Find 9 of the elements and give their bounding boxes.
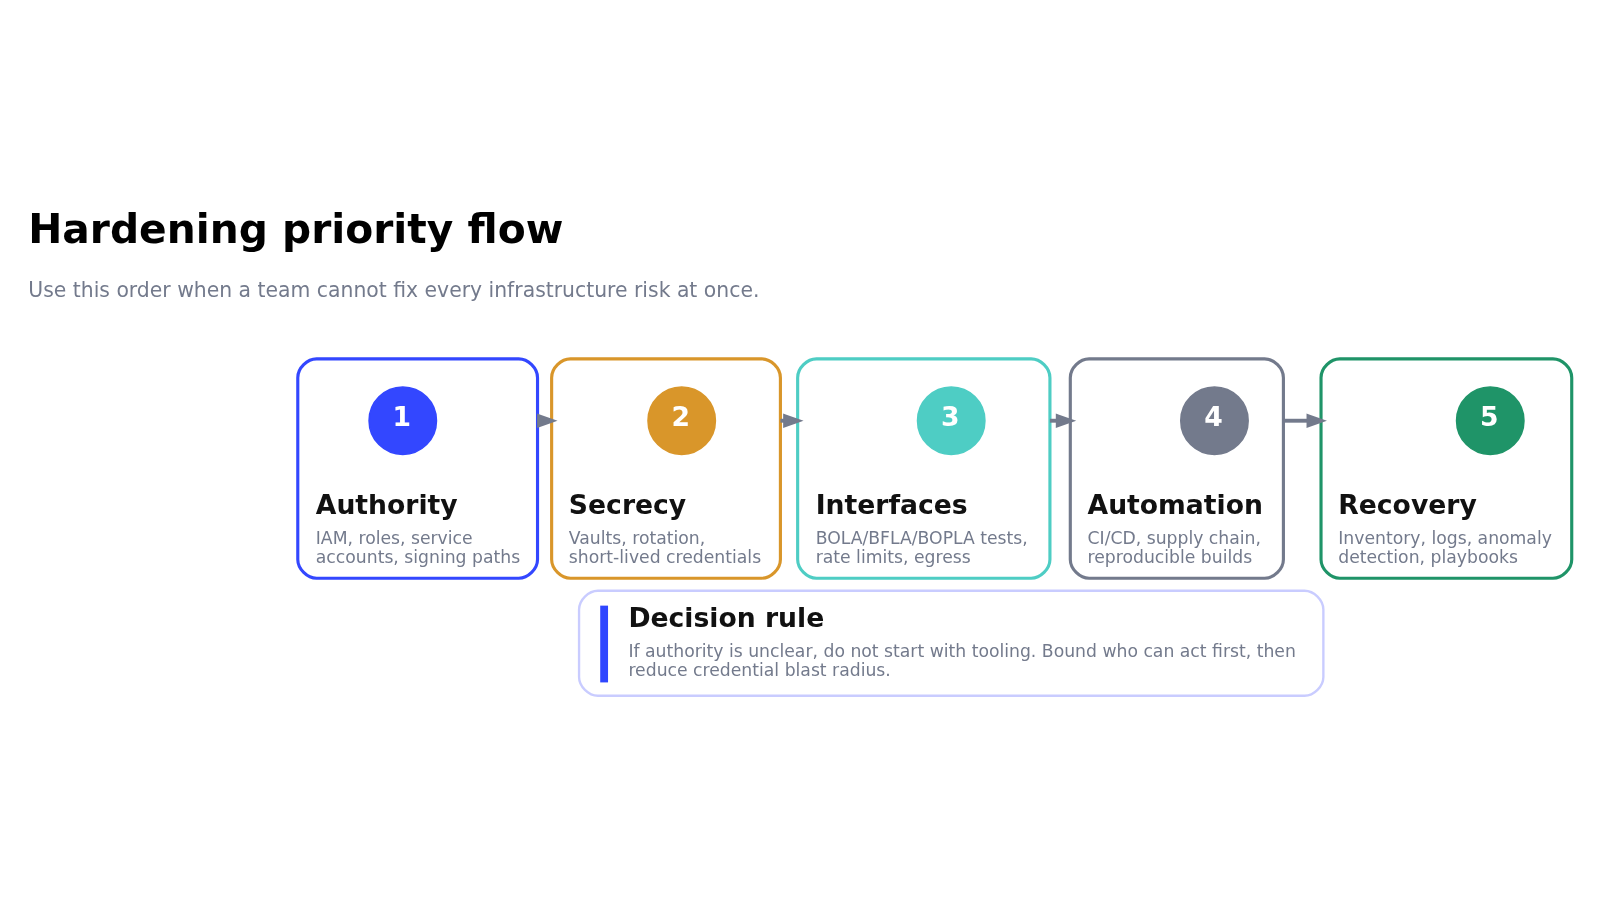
node-circle: 5 <box>1455 385 1525 455</box>
node-box: Decision rule If authority is unclear, do not start with tooling. Bound who can act first, then reduce credential blast radius. <box>577 589 1325 697</box>
arrow <box>1283 413 1327 428</box>
label: Use this order when a team cannot fix every infrastructure risk at once. <box>28 277 760 302</box>
node-circle: 1 <box>368 385 438 455</box>
diagram-title: Hardening priority flow <box>28 204 564 253</box>
node-circle: 4 <box>1180 385 1249 455</box>
node-circle: 2 <box>647 385 717 455</box>
node-circle: 3 <box>916 385 986 455</box>
